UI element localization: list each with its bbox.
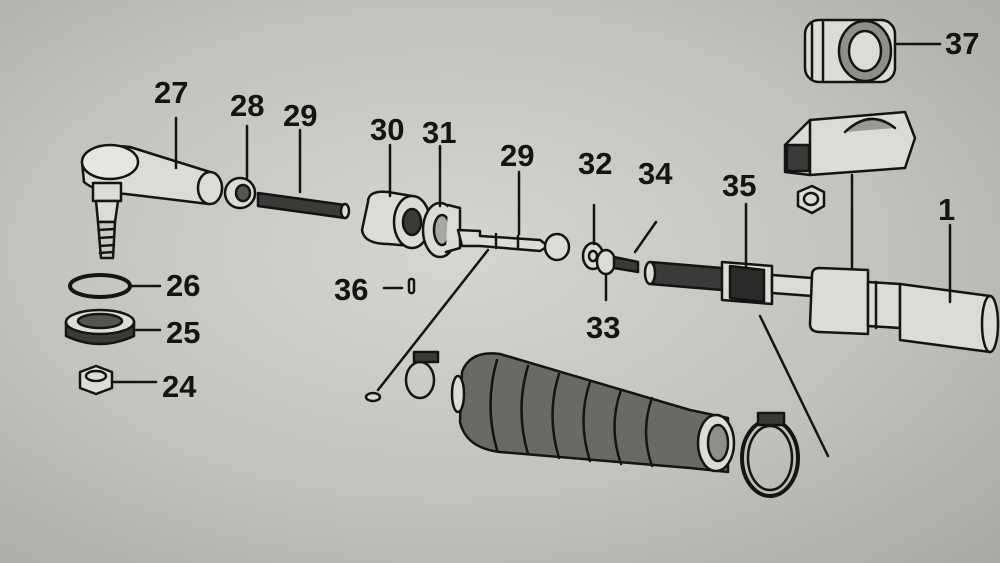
leader-line-shaft (758, 314, 830, 458)
label-29a: 29 (283, 98, 317, 133)
label-34: 34 (638, 156, 673, 191)
label-35: 35 (722, 168, 756, 203)
clamp-ring-part-31 (421, 201, 462, 259)
rack-tube-part-1 (808, 266, 1000, 354)
hose-clip-large-part (740, 411, 800, 498)
inner-rod-part-29 (456, 228, 571, 262)
pin-part (364, 391, 382, 403)
threaded-piece-part-34 (612, 255, 640, 274)
leader-line-34 (633, 220, 658, 254)
hose-clip-small-part (404, 350, 440, 400)
callout-labels: 37 27 28 29 30 31 29 32 34 35 1 26 36 25… (154, 26, 979, 404)
nut-part-28 (223, 176, 257, 210)
clamp-bracket-part (783, 110, 917, 177)
label-29b: 29 (500, 138, 534, 173)
label-1: 1 (938, 192, 955, 227)
nut-part-small (796, 184, 826, 215)
label-28: 28 (230, 88, 264, 123)
threaded-rod-part-29 (256, 191, 351, 220)
sleeve-part-30 (360, 190, 432, 250)
nut-part-24 (78, 364, 114, 396)
label-32: 32 (578, 146, 612, 181)
rubber-boot-part (450, 352, 736, 474)
threaded-shaft-part-35 (643, 260, 814, 306)
label-26: 26 (166, 268, 200, 303)
label-37: 37 (945, 26, 979, 61)
label-31: 31 (422, 115, 456, 150)
bushing-part-37 (803, 18, 897, 84)
label-25: 25 (166, 315, 200, 350)
bearing-seat-part-25 (64, 308, 136, 346)
o-ring-part-26 (68, 273, 132, 299)
tie-rod-end-part-27 (80, 143, 224, 260)
label-30: 30 (370, 112, 404, 147)
label-24: 24 (162, 369, 197, 404)
label-33: 33 (586, 310, 620, 345)
label-36: 36 (334, 272, 368, 307)
spacer-part-33 (595, 248, 617, 276)
label-27: 27 (154, 75, 188, 110)
leader-line-boot (376, 248, 490, 392)
pin-part-36 (407, 277, 416, 295)
